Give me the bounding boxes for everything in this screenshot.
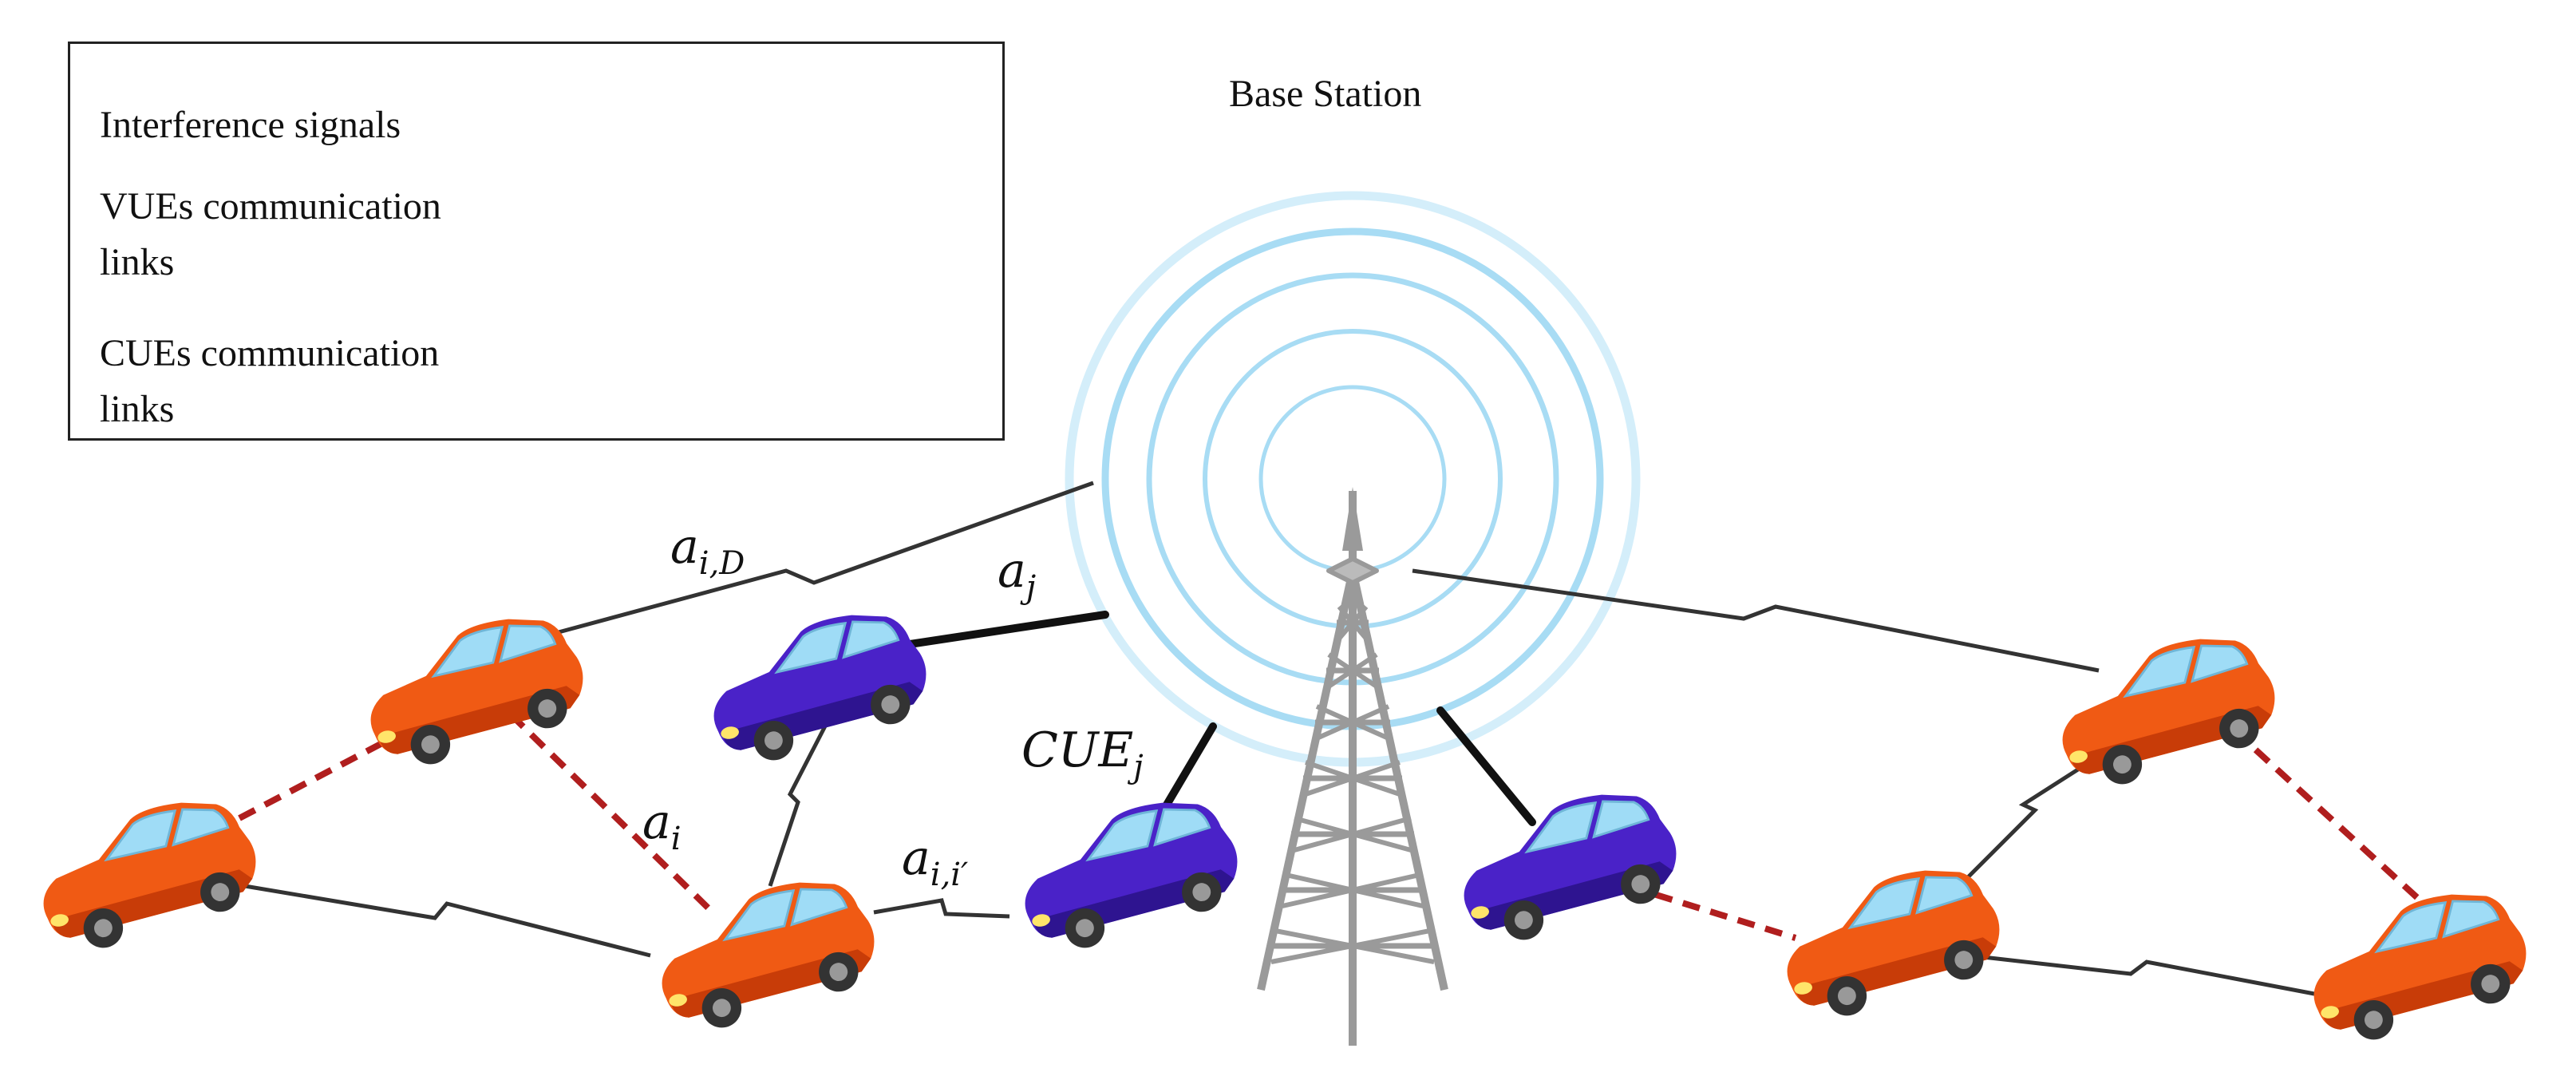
label-a-ii: ai,i′	[902, 830, 969, 893]
cue-links	[906, 611, 1536, 826]
cue-car-center	[1010, 789, 1250, 959]
label-a-i: ai	[642, 794, 682, 857]
vue-car-right-top	[2048, 626, 2287, 795]
legend-cue-label-line1: CUEs communication	[100, 332, 440, 374]
vue-car-right-middle	[1772, 857, 2012, 1027]
vue-car-bottom-left	[29, 789, 268, 959]
interference-right-vertical	[1966, 760, 2091, 880]
vue-car-right-bottom	[2299, 881, 2538, 1050]
label-cue-j: CUEj	[1021, 722, 1144, 785]
label-a-j: aj	[998, 543, 1037, 606]
vue-car-middle	[647, 869, 887, 1039]
legend-vue-label-line1: VUEs communication	[100, 185, 441, 227]
vue-car-top-left	[356, 606, 595, 775]
label-a-iD: ai,D	[670, 519, 745, 582]
cue-link-2	[1157, 722, 1217, 818]
cue-link-1	[906, 611, 1109, 648]
interference-bs-left	[558, 481, 1094, 635]
vue-link-4	[2232, 728, 2424, 904]
legend-vue-label-line2: links	[100, 241, 175, 283]
interference-bs-right	[1412, 568, 2100, 673]
legend-cue-label-line2: links	[100, 388, 175, 430]
cue-car-right	[1449, 781, 1689, 951]
legend	[68, 42, 1005, 441]
interference-car-bottom-left	[235, 882, 651, 958]
cue-car-top	[699, 602, 938, 771]
legend-interference-label: Interference signals	[100, 104, 401, 146]
interference-car-mid-vertical	[768, 715, 832, 887]
cue-link-3	[1436, 706, 1536, 826]
interference-links	[235, 481, 2315, 996]
interference-car-mid-horizontal	[873, 898, 1010, 919]
vue-link-2	[508, 712, 713, 912]
vue-link-1	[238, 731, 401, 821]
vue-links	[238, 712, 2424, 941]
base-station-tower-icon	[1257, 487, 1448, 1046]
base-station-label: Base Station	[1229, 73, 1422, 115]
interference-right-bottom	[1954, 951, 2315, 996]
